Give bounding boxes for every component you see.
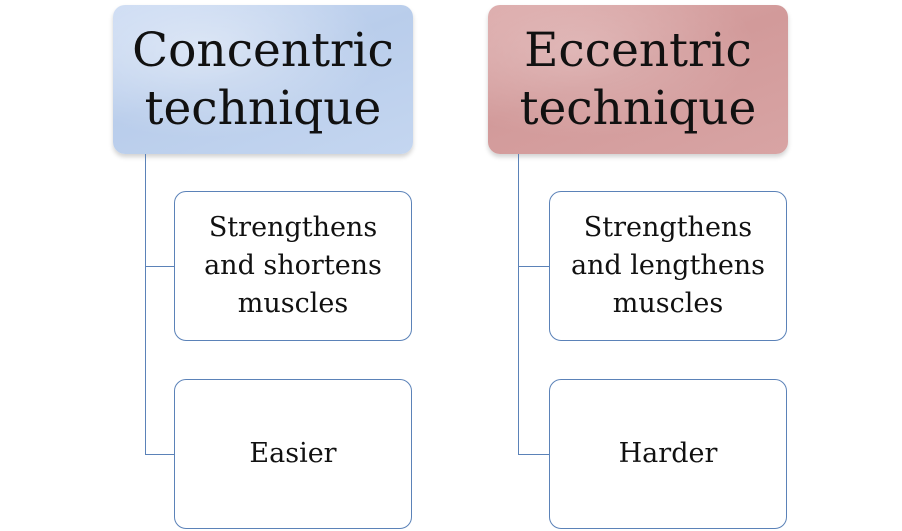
eccentric-difficulty-box: Harder: [549, 379, 787, 529]
concentric-difficulty-box: Easier: [174, 379, 412, 529]
concentric-connector-to-child-2: [145, 454, 174, 455]
concentric-header-line1: Concentric: [132, 22, 394, 78]
concentric-technique-header: Concentric technique: [113, 5, 413, 154]
eccentric-effect-line: and lengthens: [570, 250, 766, 281]
eccentric-header-line2: technique: [519, 80, 757, 136]
eccentric-effect-line: Strengthens: [583, 212, 753, 243]
concentric-effect-line: Strengthens: [208, 212, 378, 243]
concentric-effect-line: and shortens: [204, 250, 382, 281]
eccentric-connector-to-child-1: [518, 266, 549, 267]
concentric-effect-box: Strengthens and shortens muscles: [174, 191, 412, 341]
concentric-connector-to-child-1: [145, 266, 174, 267]
eccentric-connector-vertical: [518, 154, 519, 455]
eccentric-effect-line: muscles: [612, 288, 724, 319]
eccentric-difficulty-label: Harder: [618, 438, 718, 469]
eccentric-connector-to-child-2: [518, 454, 549, 455]
eccentric-technique-header: Eccentric technique: [488, 5, 788, 154]
concentric-effect-line: muscles: [237, 288, 349, 319]
concentric-connector-vertical: [145, 154, 146, 455]
concentric-header-line2: technique: [144, 80, 382, 136]
eccentric-header-line1: Eccentric: [524, 22, 752, 78]
eccentric-effect-box: Strengthens and lengthens muscles: [549, 191, 787, 341]
concentric-difficulty-label: Easier: [249, 438, 337, 469]
